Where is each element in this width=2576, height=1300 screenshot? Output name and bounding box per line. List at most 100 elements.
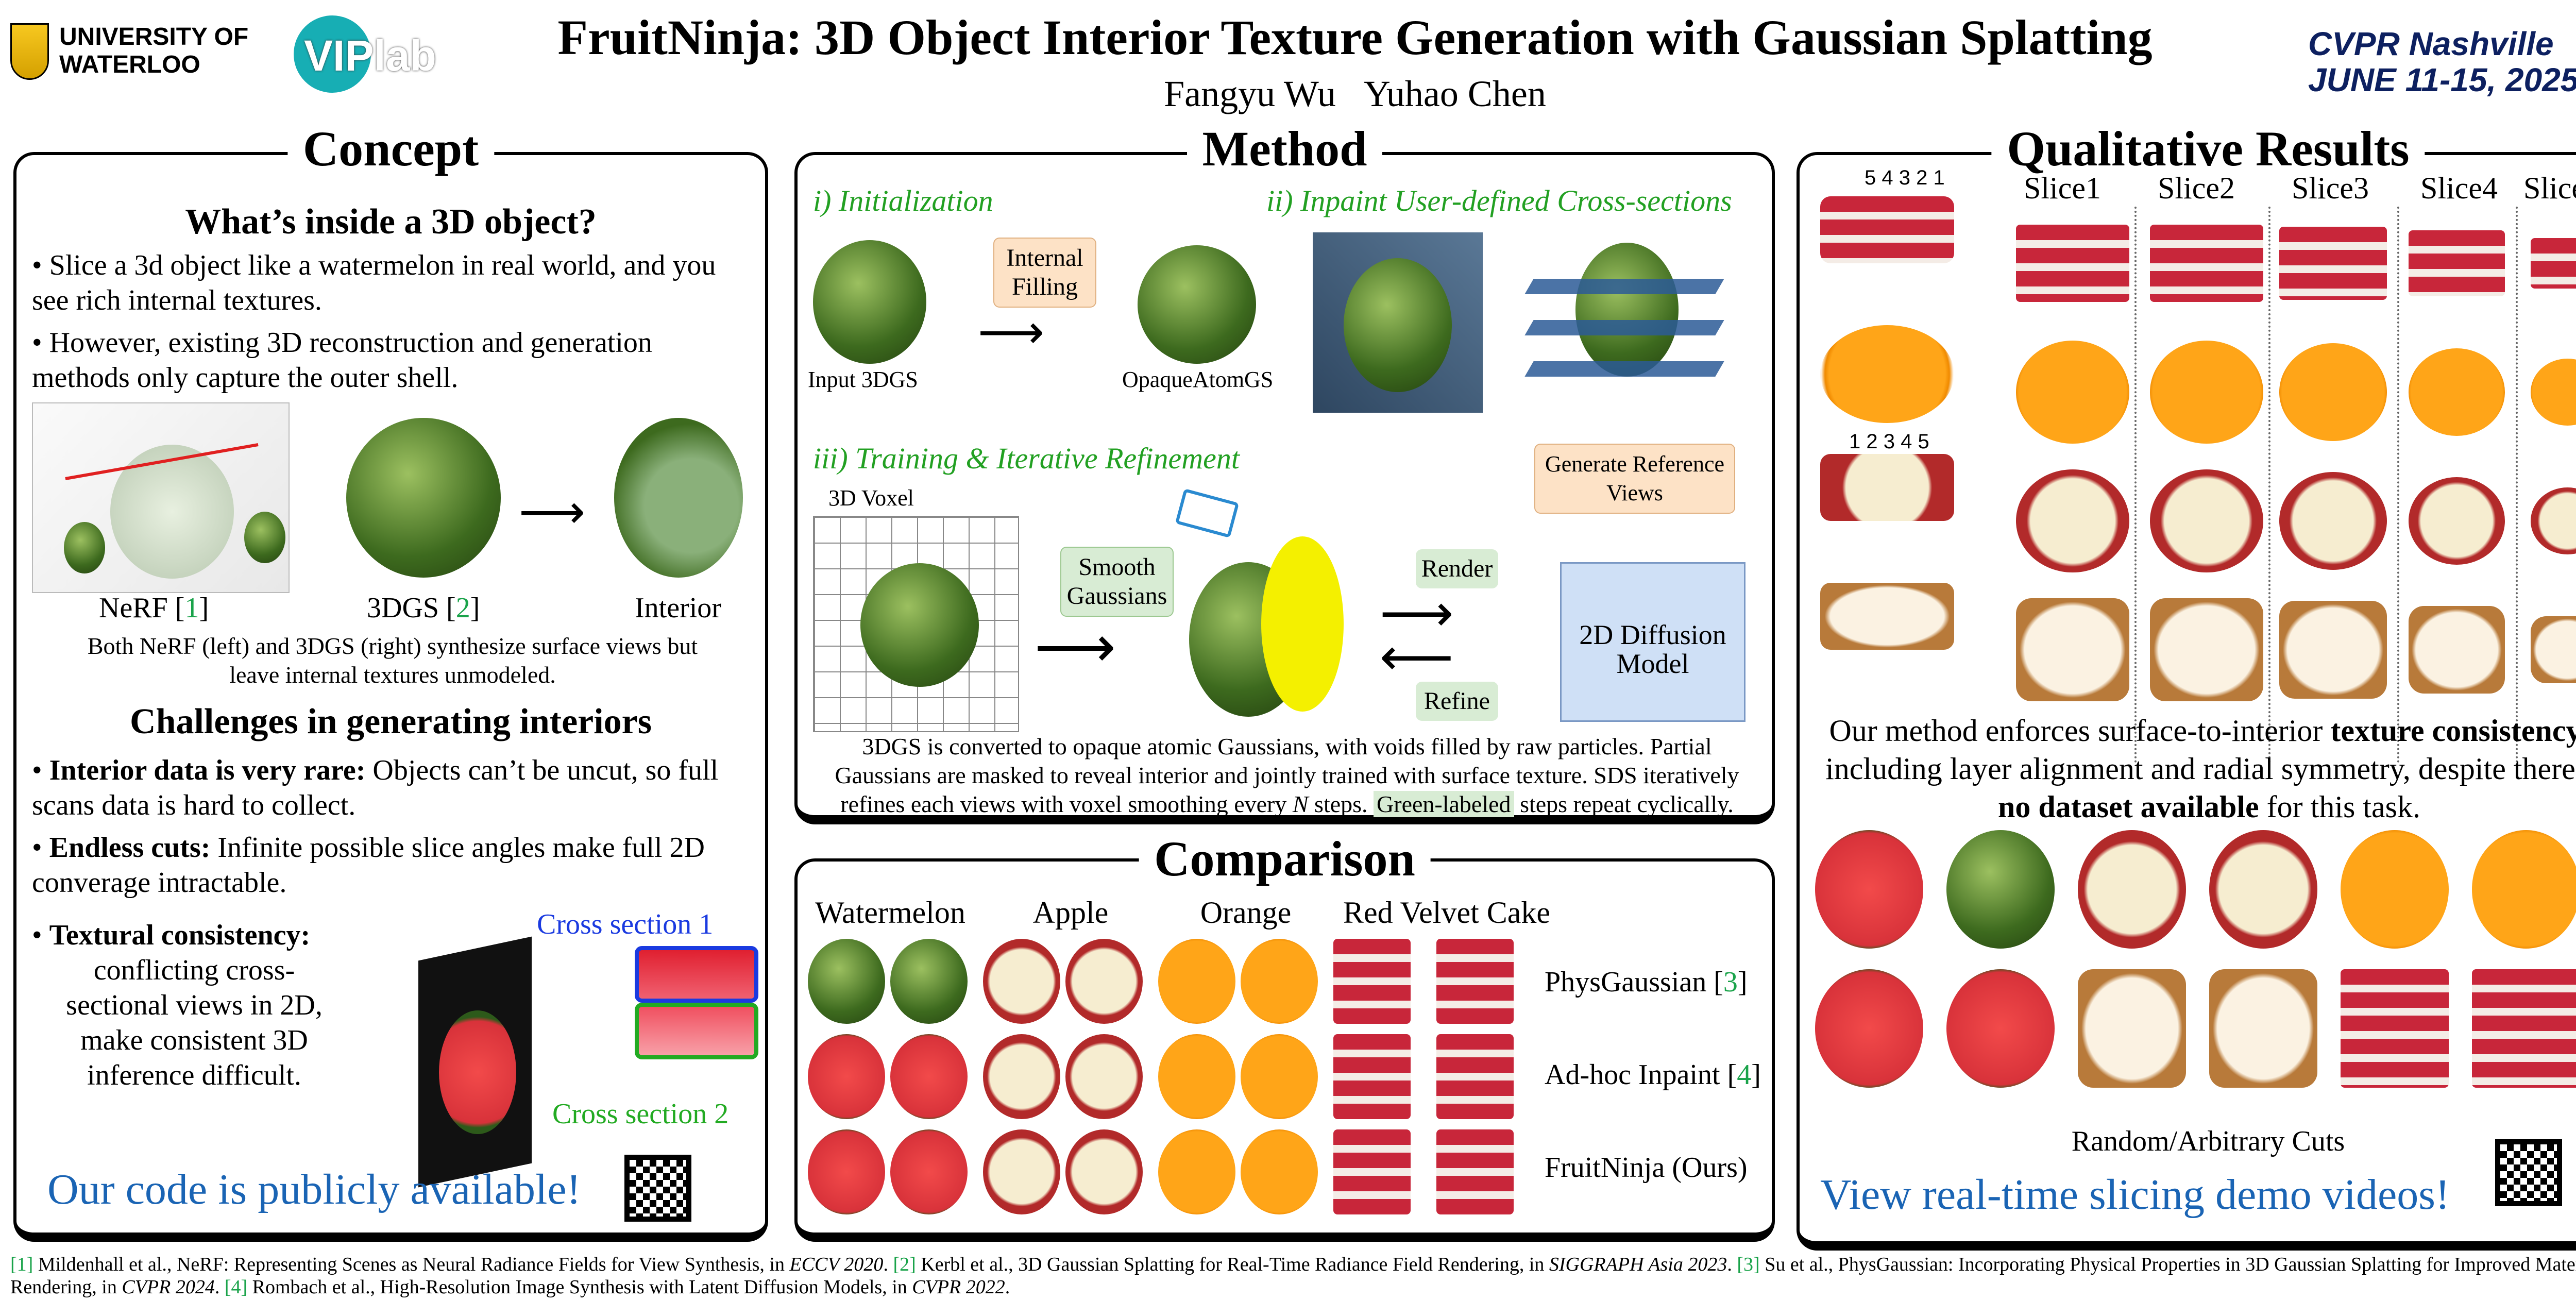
slice-image xyxy=(2408,606,2505,694)
comparison-image xyxy=(808,1034,885,1119)
slice-image xyxy=(2530,487,2576,554)
column-orange: Orange xyxy=(1200,896,1292,930)
arbitrary-cut-image xyxy=(2078,969,2186,1088)
cross-section-figure xyxy=(387,928,573,1188)
comparison-image xyxy=(1333,1129,1411,1214)
row-label-physgaussian: PhysGaussian [3] xyxy=(1545,966,1748,998)
arbitrary-cut-image xyxy=(2209,830,2317,949)
section-title: Qualitative Results xyxy=(1991,123,2425,175)
step-inpaint: ii) Inpaint User-defined Cross-sections xyxy=(1266,184,1732,217)
comparison-image xyxy=(1333,1034,1411,1119)
slice-image xyxy=(2279,226,2387,300)
arbitrary-cut-image xyxy=(2472,830,2576,949)
slice-image xyxy=(2408,348,2505,436)
section-title: Method xyxy=(1187,123,1383,175)
comparison-image xyxy=(1158,1129,1235,1214)
viplab-logo: VIPlab xyxy=(294,15,448,93)
concept-question: What’s inside a 3D object? xyxy=(185,202,597,242)
layered-planes-figure xyxy=(1524,232,1724,397)
code-qr-icon[interactable] xyxy=(624,1155,691,1222)
cross-section-2-label: Cross section 2 xyxy=(552,1098,729,1130)
section-title: Concept xyxy=(287,123,495,175)
opaque-atomgs-label: OpaqueAtomGS xyxy=(1122,367,1274,392)
comparison-image xyxy=(890,1034,968,1119)
slice-3-header: Slice3 xyxy=(2292,171,2369,205)
comparison-image xyxy=(808,1129,885,1214)
comparison-image xyxy=(1241,939,1318,1024)
step-training: iii) Training & Iterative Refinement xyxy=(813,442,1240,475)
cross-section-1-label: Cross section 1 xyxy=(537,908,714,940)
arrow-icon: ⟶ xyxy=(1035,616,1116,679)
arrow-icon: ⟶ xyxy=(1380,585,1454,642)
slice-image xyxy=(2016,225,2129,302)
row-label-fruitninja: FruitNinja (Ours) xyxy=(1545,1152,1748,1184)
2d-diffusion-model-box: 2D Diffusion Model xyxy=(1560,562,1745,722)
3dgs-watermelon xyxy=(346,418,501,578)
random-cuts-caption: Random/Arbitrary Cuts xyxy=(2071,1125,2345,1157)
planes-figure xyxy=(1313,232,1483,413)
slice-image xyxy=(2150,225,2263,302)
demo-videos-link[interactable]: View real-time slicing demo videos! xyxy=(1820,1171,2450,1219)
waterloo-logo: UNIVERSITY OF WATERLOO xyxy=(10,21,258,82)
demo-qr-icon[interactable] xyxy=(2495,1139,2562,1206)
slice-4-header: Slice4 xyxy=(2420,171,2498,205)
comparison-image xyxy=(983,1034,1060,1119)
concept-panel: Concept What’s inside a 3D object? • Sli… xyxy=(13,123,768,1242)
arrow-icon: ⟶ xyxy=(519,487,586,538)
slice-image xyxy=(2279,343,2387,441)
code-link[interactable]: Our code is publicly available! xyxy=(47,1166,581,1213)
slice-numbers: 1 2 3 4 5 xyxy=(1846,430,1933,453)
slice-2-header: Slice2 xyxy=(2158,171,2235,205)
step-initialization: i) Initialization xyxy=(813,184,993,217)
input-3dgs-image xyxy=(813,240,926,364)
cross-section-1-view xyxy=(635,946,758,1003)
comparison-image xyxy=(1065,939,1143,1024)
arbitrary-cut-image xyxy=(2341,969,2449,1088)
comparison-image xyxy=(1065,1129,1143,1214)
column-watermelon: Watermelon xyxy=(815,896,965,930)
comparison-image xyxy=(1241,1034,1318,1119)
slice-stack-image xyxy=(1820,454,1954,521)
slice-image xyxy=(2530,616,2576,683)
arbitrary-cut-image xyxy=(2341,830,2449,949)
comparison-image xyxy=(1241,1129,1318,1214)
comparison-image xyxy=(1158,939,1235,1024)
3d-voxel-label: 3D Voxel xyxy=(828,485,914,511)
internal-filling-box: Internal Filling xyxy=(993,238,1096,308)
arrow-icon: ⟵ xyxy=(1380,629,1454,686)
input-3dgs-label: Input 3DGS xyxy=(808,367,918,392)
method-description: 3DGS is converted to opaque atomic Gauss… xyxy=(835,733,1739,817)
references: [1] Mildenhall et al., NeRF: Representin… xyxy=(10,1254,2576,1298)
bullet: • Slice a 3d object like a watermelon in… xyxy=(32,249,716,316)
comparison-image xyxy=(890,1129,968,1214)
section-title: Comparison xyxy=(1139,833,1431,885)
slice-1-header: Slice1 xyxy=(2024,171,2101,205)
method-panel: Method i) Initialization ii) Inpaint Use… xyxy=(794,123,1775,824)
challenge-3: • Textural consistency:conflicting cross… xyxy=(32,919,323,1091)
slice-stack-image xyxy=(1820,325,1954,423)
poster-title: FruitNinja: 3D Object Interior Texture G… xyxy=(557,10,2153,65)
arbitrary-cut-image xyxy=(1946,830,2055,949)
column-apple: Apple xyxy=(1032,896,1109,930)
slice-stack-image xyxy=(1820,583,1954,650)
comparison-image xyxy=(983,939,1060,1024)
comparison-image xyxy=(1436,939,1514,1024)
comparison-image xyxy=(1436,1129,1514,1214)
3dgs-label: 3DGS [2] xyxy=(367,592,480,624)
row-label-adhoc: Ad-hoc Inpaint [4] xyxy=(1545,1059,1761,1091)
comparison-image xyxy=(1436,1034,1514,1119)
challenges-title: Challenges in generating interiors xyxy=(130,702,652,741)
comparison-image xyxy=(1333,939,1411,1024)
slice-image xyxy=(2279,601,2387,699)
arbitrary-cut-image xyxy=(2472,969,2576,1088)
slice-image xyxy=(2279,472,2387,570)
arbitrary-cut-image xyxy=(2209,969,2317,1088)
slice-image xyxy=(2150,598,2263,701)
nerf-figure xyxy=(32,402,290,593)
arrow-icon: ⟶ xyxy=(978,307,1045,358)
slice-stack-image xyxy=(1820,196,1954,263)
arbitrary-cut-image xyxy=(1815,830,1923,949)
arbitrary-cut-image xyxy=(1946,969,2055,1088)
generate-reference-views-box: Generate Reference Views xyxy=(1534,444,1735,514)
refine-label: Refine xyxy=(1416,682,1498,721)
